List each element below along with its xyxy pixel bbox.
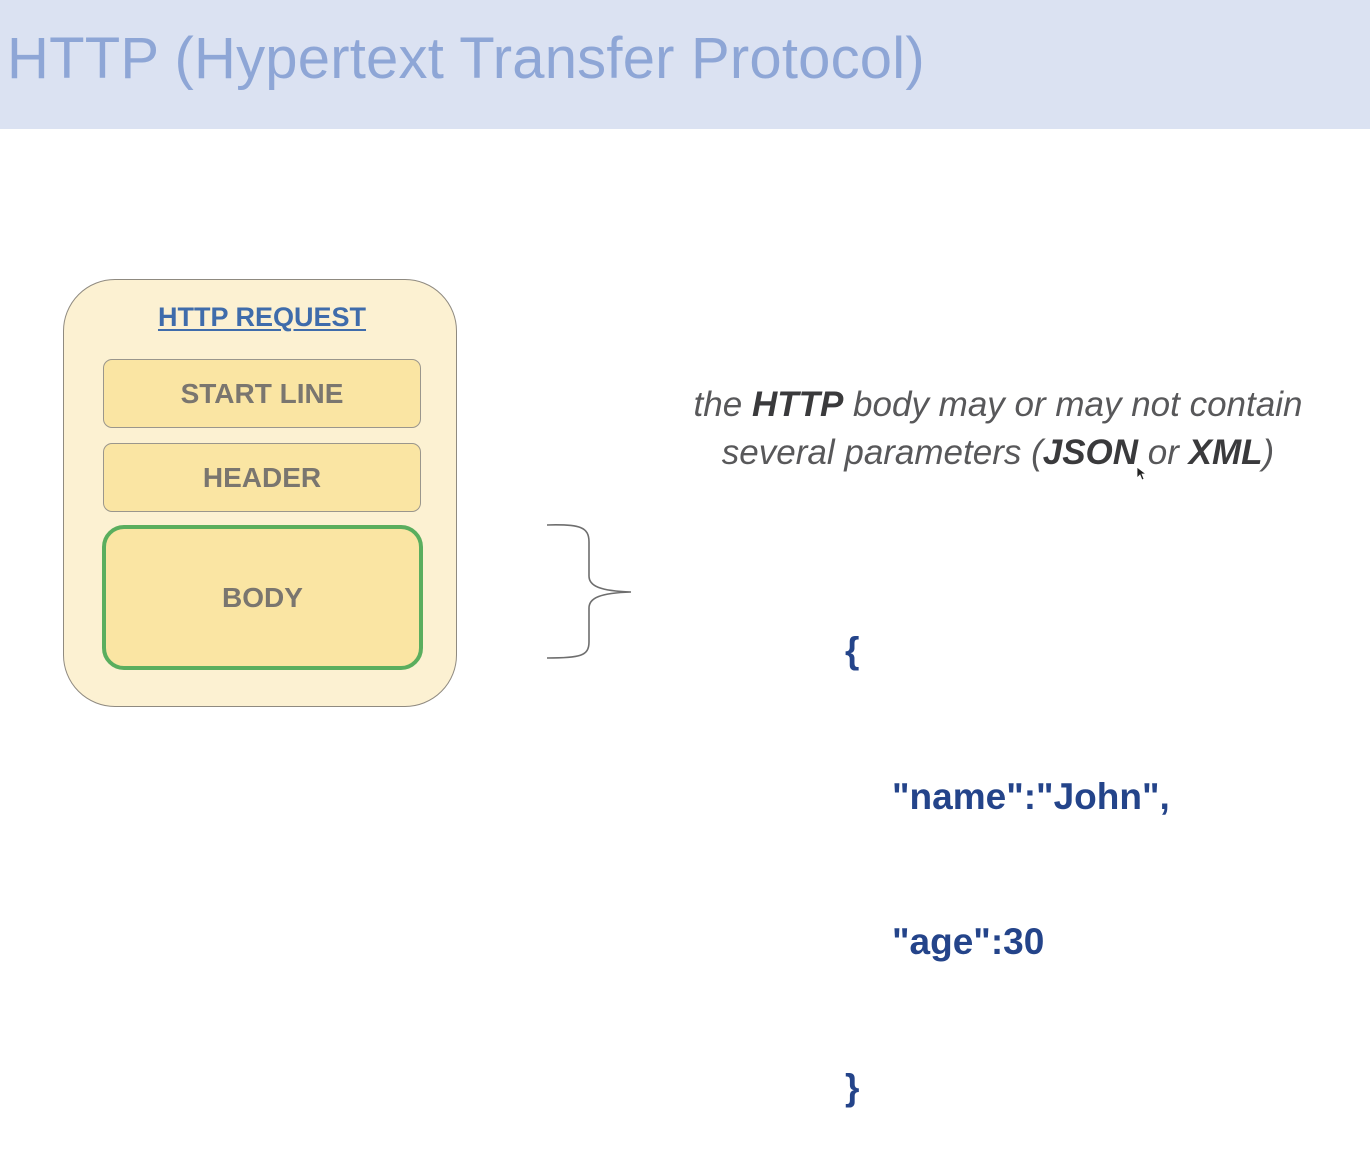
description-prefix: the <box>693 385 752 424</box>
description-line2-prefix: several parameters ( <box>721 433 1043 472</box>
json-close-brace: } <box>845 1066 860 1108</box>
json-example: { "name":"John", "age":30 } <box>845 530 1170 1161</box>
json-line-age: "age":30 <box>892 921 1045 962</box>
description-http: HTTP <box>751 385 844 424</box>
right-brace-icon <box>546 524 632 659</box>
title-bar <box>0 0 1370 129</box>
description-suffix: ) <box>1262 433 1275 472</box>
slide-title: HTTP (Hypertext Transfer Protocol) <box>7 26 925 91</box>
description-json: JSON <box>1042 433 1139 472</box>
json-open-brace: { <box>845 630 860 671</box>
http-request-title: HTTP REQUEST <box>157 302 367 332</box>
description-or: or <box>1138 433 1189 472</box>
description-xml: XML <box>1188 433 1263 472</box>
body-description: the HTTP body may or may not contain sev… <box>640 381 1356 477</box>
body-section: BODY <box>102 525 423 670</box>
json-line-name: "name":"John", <box>892 775 1170 817</box>
start-line-section: START LINE <box>103 359 421 428</box>
mouse-cursor-icon <box>1136 466 1146 481</box>
description-middle: body may or may not contain <box>843 385 1303 424</box>
header-section: HEADER <box>103 443 421 512</box>
